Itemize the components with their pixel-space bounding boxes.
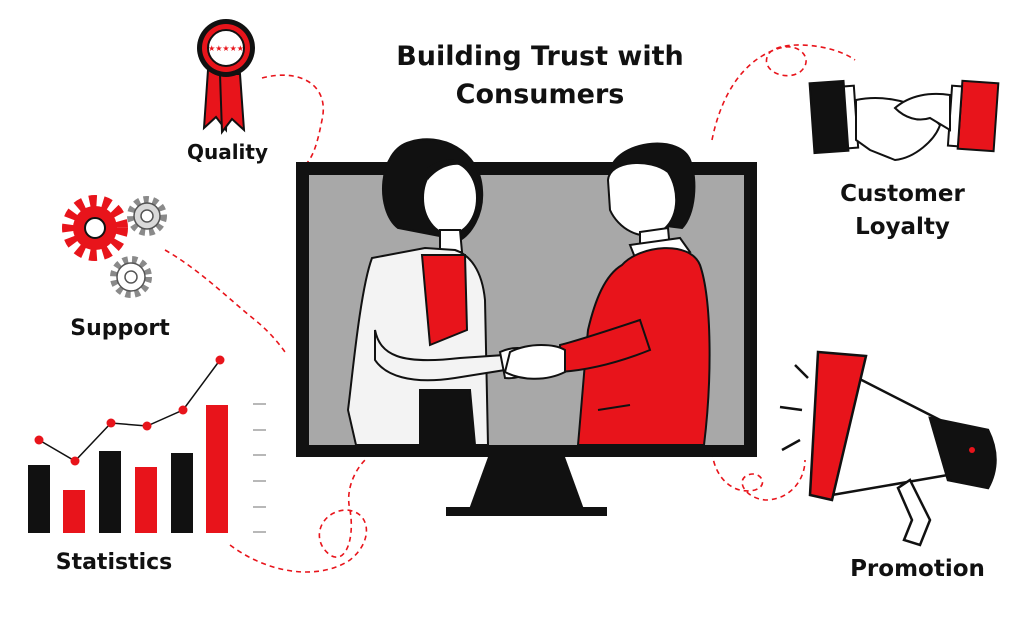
customer-loyalty-line-1: Customer bbox=[840, 181, 965, 207]
page-title: Building Trust with Consumers bbox=[330, 38, 750, 114]
handshake-icon bbox=[808, 79, 1000, 162]
promotion-label: Promotion bbox=[850, 556, 985, 582]
gears-icon bbox=[62, 195, 167, 298]
statistics-label: Statistics bbox=[55, 550, 173, 575]
support-label: Support bbox=[70, 316, 170, 341]
badge-stars: ★★★★★ bbox=[208, 44, 244, 53]
woman-figure bbox=[346, 138, 542, 446]
quality-label: Quality bbox=[186, 140, 269, 164]
dashed-connectors bbox=[164, 44, 856, 573]
megaphone-icon bbox=[779, 350, 997, 547]
customer-loyalty-label: Customer Loyalty bbox=[815, 178, 990, 244]
title-line-2: Consumers bbox=[455, 79, 625, 110]
title-line-1: Building Trust with bbox=[396, 41, 684, 72]
bar-chart-icon bbox=[28, 355, 266, 533]
ribbon-badge-icon: ★★★★★ bbox=[197, 19, 255, 135]
man-figure bbox=[503, 142, 711, 446]
customer-loyalty-line-2: Loyalty bbox=[855, 214, 950, 240]
